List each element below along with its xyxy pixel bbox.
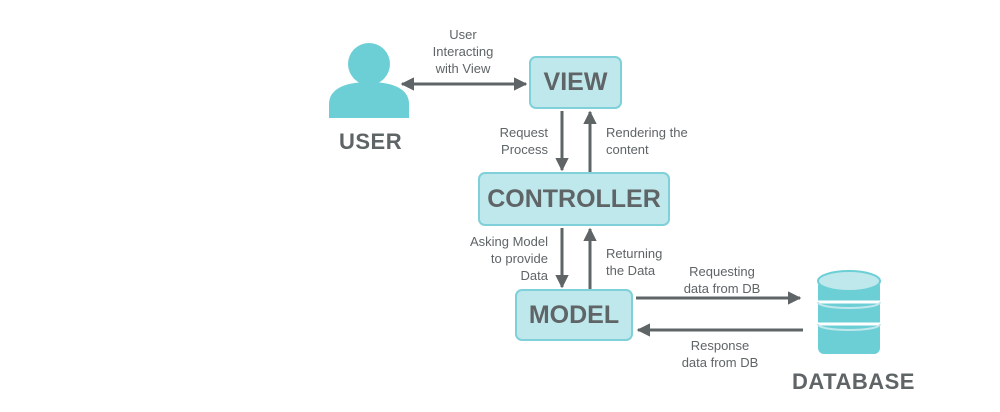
asking-model-label-line: to provide (490, 251, 548, 266)
rendering-content-label-line: Rendering the (606, 125, 688, 140)
asking-model-label: Asking Model to provide Data (448, 233, 548, 284)
user-view-label-line: with View (435, 61, 491, 76)
controller-node: CONTROLLER (478, 172, 670, 226)
returning-data-label: Returning the Data (606, 245, 696, 279)
returning-data-label-line: Returning (606, 246, 663, 261)
rendering-content-label: Rendering the content (606, 124, 716, 158)
returning-data-label-line: the Data (606, 263, 656, 278)
asking-model-label-line: Data (520, 268, 548, 283)
request-process-label-line: Request (499, 125, 548, 140)
response-db-label-line: data from DB (681, 355, 759, 370)
database-icon (817, 270, 881, 354)
user-caption: USER (339, 129, 403, 154)
database-caption: DATABASE (792, 369, 915, 394)
response-db-label: Response data from DB (664, 337, 776, 371)
rendering-content-label-line: content (606, 142, 649, 157)
user-view-label-line: Interacting (432, 44, 494, 59)
user-icon (329, 43, 409, 118)
requesting-db-label-line: data from DB (683, 281, 761, 296)
request-process-label: Request Process (470, 124, 548, 158)
request-process-label-line: Process (501, 142, 548, 157)
requesting-db-label: Requesting data from DB (670, 263, 774, 297)
user-view-label-line: User (449, 27, 477, 42)
view-node: VIEW (529, 56, 622, 109)
model-node: MODEL (515, 289, 633, 341)
asking-model-label-line: Asking Model (469, 234, 548, 249)
response-db-label-line: Response (690, 338, 750, 353)
user-view-label: User Interacting with View (416, 26, 510, 77)
requesting-db-label-line: Requesting (689, 264, 755, 279)
